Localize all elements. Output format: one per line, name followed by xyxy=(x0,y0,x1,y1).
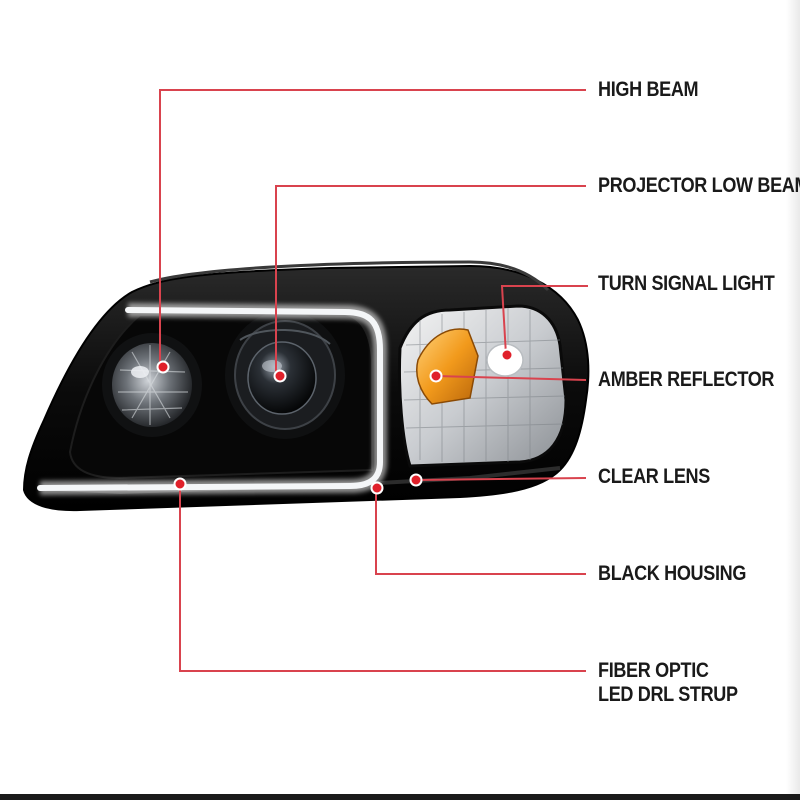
leader-line-amber-reflector xyxy=(435,375,587,381)
high-beam-reflector xyxy=(102,333,202,437)
right-edge-shade xyxy=(786,0,800,800)
housing-top-rim xyxy=(149,260,550,292)
leader-line-fiber-optic xyxy=(179,484,586,672)
leader-line-high-beam xyxy=(159,89,586,365)
label-projector-low-beam: PROJECTOR LOW BEAM xyxy=(598,174,800,197)
leader-line-clear-lens xyxy=(415,477,587,481)
label-black-housing: BLACK HOUSING xyxy=(598,562,747,585)
fiber-optic-drl-bar xyxy=(37,303,387,495)
marker-dot-fiber-optic xyxy=(173,477,187,491)
marker-dots xyxy=(156,348,514,495)
bottom-edge-bar xyxy=(0,794,800,800)
label-turn-signal-light: TURN SIGNAL LIGHT xyxy=(598,272,775,295)
leader-line-turn-signal xyxy=(500,285,588,356)
marker-dot-turn-signal xyxy=(500,348,514,362)
leader-lines xyxy=(159,89,588,672)
label-clear-lens: CLEAR LENS xyxy=(598,465,710,488)
marker-dot-black-housing xyxy=(370,481,384,495)
marker-dot-high-beam xyxy=(156,360,170,374)
leader-line-black-housing xyxy=(375,487,586,575)
label-led-drl-strup: LED DRL STRUP xyxy=(598,683,738,706)
leader-line-projector-low-beam xyxy=(275,185,586,377)
marker-dot-projector-low-beam xyxy=(273,369,287,383)
marker-dot-amber-reflector xyxy=(429,369,443,383)
label-amber-reflector: AMBER REFLECTOR xyxy=(598,368,775,391)
label-fiber-optic: FIBER OPTIC xyxy=(598,659,709,682)
marker-dot-clear-lens xyxy=(409,473,423,487)
corner-clear-lens-unit xyxy=(397,304,568,468)
amber-reflector-insert xyxy=(416,328,479,405)
label-high-beam: HIGH BEAM xyxy=(598,78,699,101)
